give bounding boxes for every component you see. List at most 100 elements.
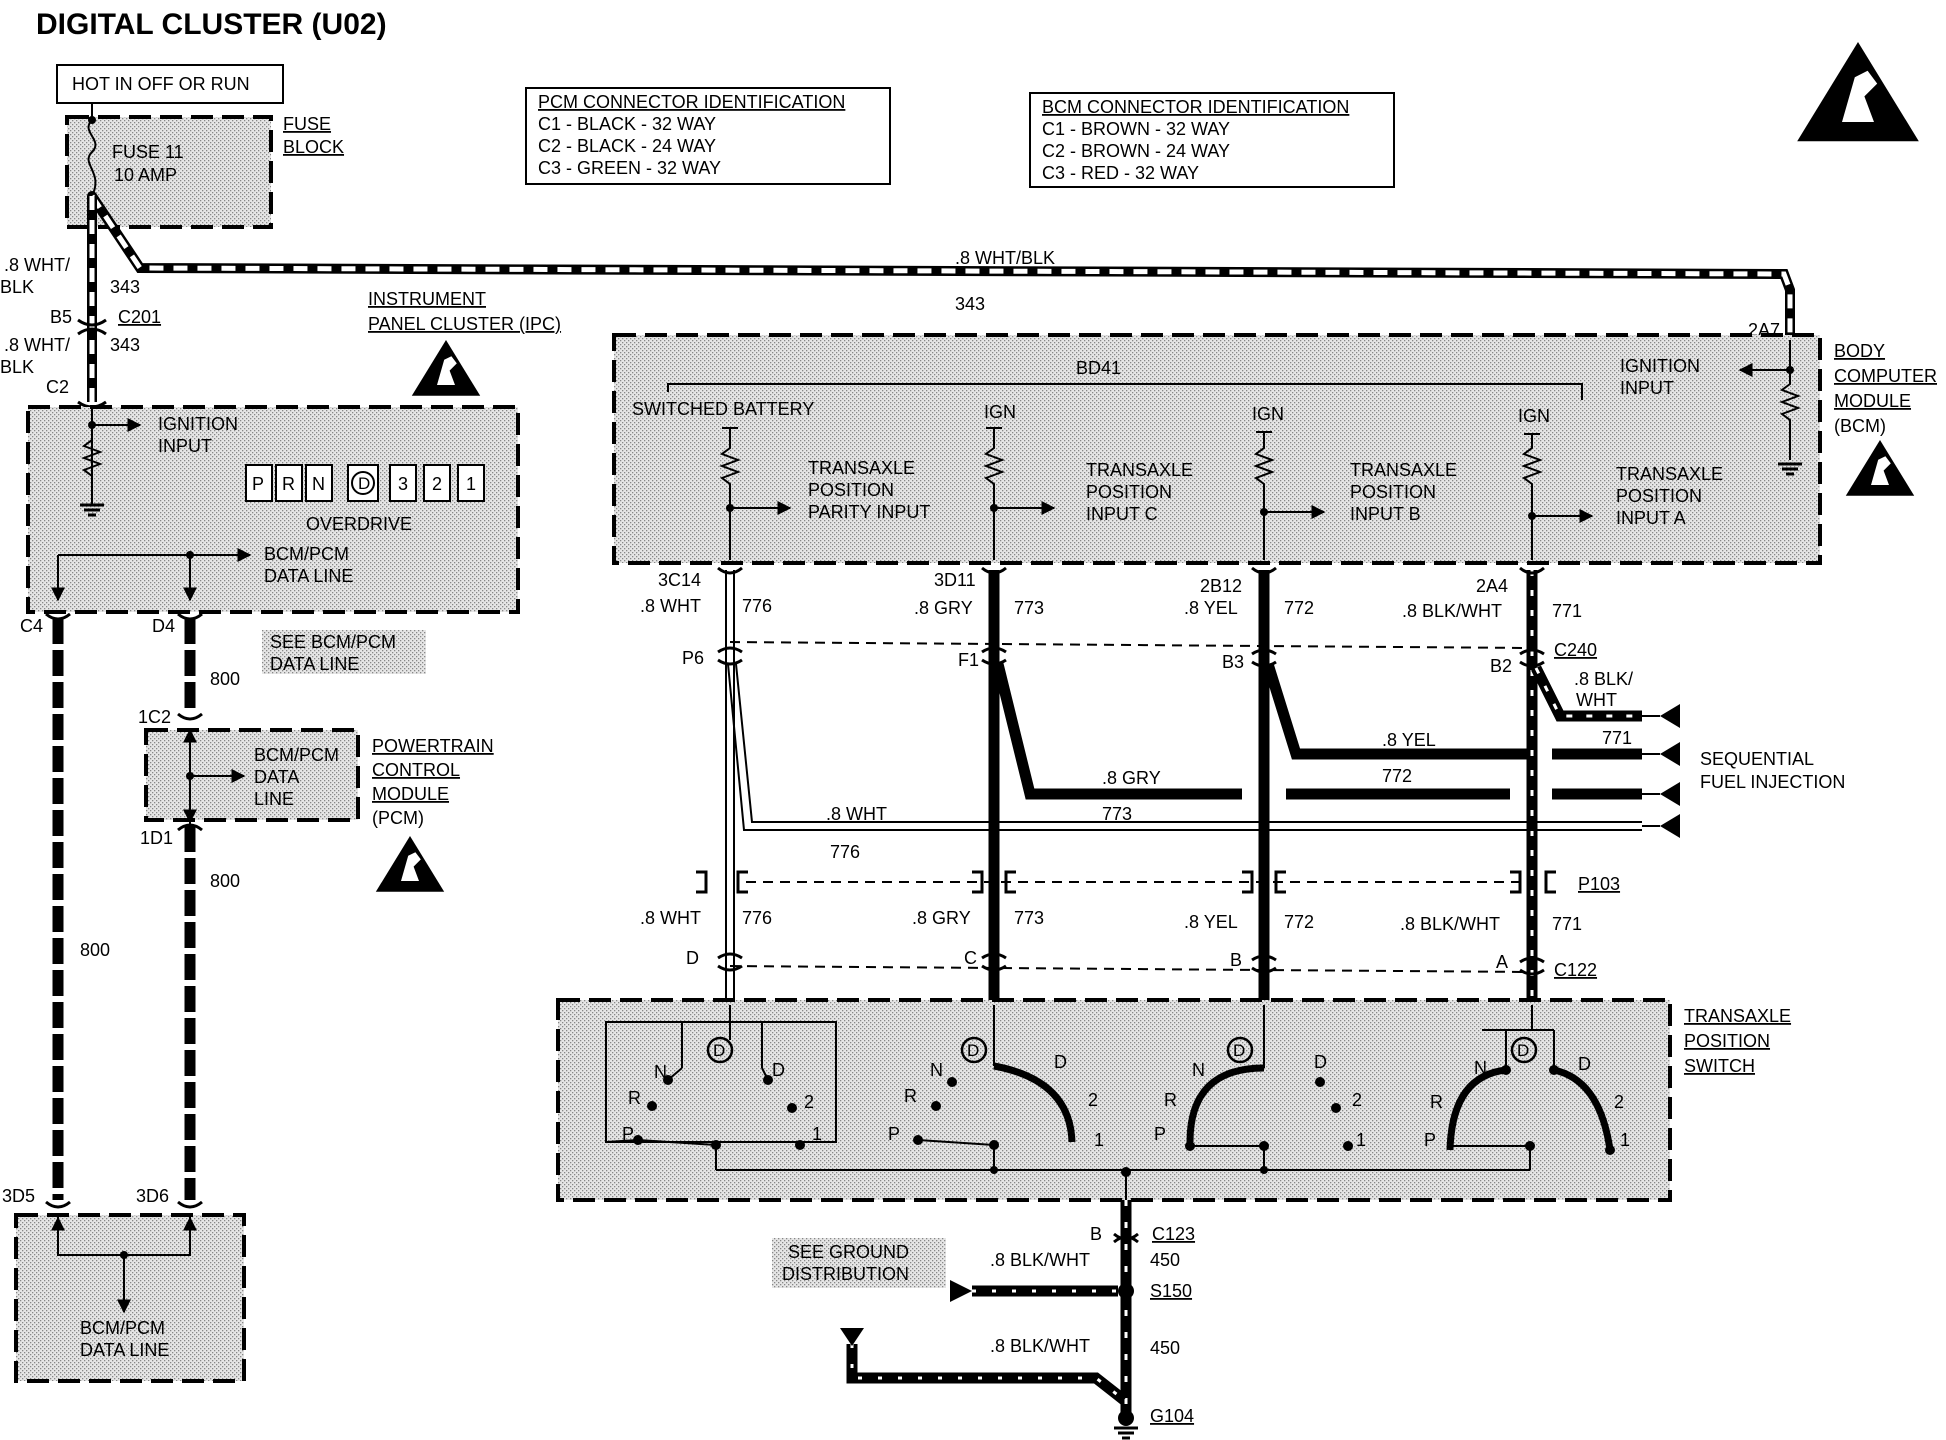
bcm-bd41-bracket (667, 383, 1583, 400)
connector-3c14-icon (717, 566, 743, 575)
wire-800-label-1: 800 (210, 669, 240, 689)
ipc-resistor-icon (81, 439, 103, 477)
ipc-data-line-1: BCM/PCM (264, 544, 349, 564)
tps2-2: 2 (1088, 1090, 1098, 1110)
ipc-ignition-1: IGNITION (158, 414, 238, 434)
tps4-r: R (1430, 1092, 1443, 1112)
pcm-box (144, 728, 360, 822)
pcm-pin-bottom: 1D1 (140, 828, 173, 848)
connector-1c2-icon (177, 712, 203, 721)
wire-771-sfi (1531, 665, 1642, 722)
sfi-771-circuit: 771 (1602, 728, 1632, 748)
g104-ground-icon (1112, 1426, 1140, 1440)
sfi-776-color: .8 WHT (826, 804, 887, 824)
bcm-input-a-1: TRANSAXLE (1616, 464, 1723, 484)
connector-3d11-icon (981, 566, 1007, 575)
bcm-input-c-3: INPUT C (1086, 504, 1158, 524)
circuit-pin-3c14: 3C14 (658, 570, 701, 590)
bcm-input-b-2: POSITION (1350, 482, 1436, 502)
c122-pin-b: B (1230, 950, 1242, 970)
fuse-rating: 10 AMP (114, 165, 177, 185)
bottom-data-line-1: BCM/PCM (80, 1318, 165, 1338)
tps3-n: N (1192, 1060, 1205, 1080)
prnd-n: N (312, 474, 325, 494)
circuit-color-771-a: .8 BLK/WHT (1402, 601, 1502, 621)
connector-1d1-icon (177, 823, 203, 832)
circuit-color-776-a: .8 WHT (640, 596, 701, 616)
c240-branch-color-2: WHT (1576, 690, 1617, 710)
tps-label-3: SWITCH (1684, 1056, 1755, 1076)
circuit-776-a: 776 (742, 596, 772, 616)
tps-switch-parity: D N R P D 2 1 (605, 1005, 837, 1170)
pcm-pin-top: 1C2 (138, 707, 171, 727)
circuit-color-772-b: .8 YEL (1184, 912, 1238, 932)
bcm-ident-line-1: C1 - BROWN - 32 WAY (1042, 119, 1230, 139)
ipc-esd-icon (411, 340, 481, 396)
c240-pin-f1: F1 (958, 650, 979, 670)
pcm-ident-line-2: C2 - BLACK - 24 WAY (538, 136, 716, 156)
tps3-r: R (1164, 1090, 1177, 1110)
tps1-p: P (622, 1124, 634, 1144)
circuit-771-a: 771 (1552, 601, 1582, 621)
bcm-input-b-3: INPUT B (1350, 504, 1421, 524)
c240-branch-color-1: .8 BLK/ (1574, 669, 1633, 689)
tps3-d-circle: D (1233, 1041, 1245, 1060)
ipc-pin-c4: C4 (20, 616, 43, 636)
pcm-ident-box (525, 87, 891, 185)
bcm-input-b: IGN TRANSAXLE POSITION INPUT B (1252, 404, 1457, 560)
prnd-p: P (252, 474, 264, 494)
c122-pin-a: A (1496, 952, 1508, 972)
bcm-input-b-1: TRANSAXLE (1350, 460, 1457, 480)
ground-pin-b: B (1090, 1224, 1102, 1244)
tps2-p: P (888, 1124, 900, 1144)
bcm-label-4: (BCM) (1834, 416, 1886, 436)
wire-776 (725, 570, 735, 1005)
fuse-name: FUSE 11 (112, 142, 184, 162)
circuit-772-b: 772 (1284, 912, 1314, 932)
pin-b5: B5 (50, 307, 72, 327)
tps3-d: D (1314, 1052, 1327, 1072)
wire-ground-g104-branch (846, 1344, 1128, 1405)
tps4-p: P (1424, 1130, 1436, 1150)
tps-switch-a: D N R P D 2 1 (1424, 1005, 1630, 1170)
circuit-color-771-b: .8 BLK/WHT (1400, 914, 1500, 934)
tps1-2: 2 (804, 1092, 814, 1112)
connector-2b12-icon (1251, 566, 1277, 575)
c240-dashed (729, 641, 1531, 649)
sfi-776-circuit: 776 (830, 842, 860, 862)
connector-3d5-icon (45, 1200, 71, 1209)
ipc-label-2: PANEL CLUSTER (IPC) (368, 314, 561, 334)
wire-343-color: .8 WHT/BLK (955, 248, 1055, 268)
left-wire-circuit-1: 343 (110, 277, 140, 297)
connector-3d6-icon (177, 1200, 203, 1209)
wire-800-label-2: 800 (210, 871, 240, 891)
hot-label: HOT IN OFF OR RUN (72, 74, 250, 94)
bcm-ignition-input-1: IGNITION (1620, 356, 1700, 376)
bcm-esd-icon (1845, 440, 1915, 496)
circuit-pin-2a4: 2A4 (1476, 576, 1508, 596)
wire-776-sfi (727, 663, 1642, 831)
tps2-1: 1 (1094, 1130, 1104, 1150)
ipc-label-1: INSTRUMENT (368, 289, 486, 309)
wire-343-circuit: 343 (955, 294, 985, 314)
see-ground-2: DISTRIBUTION (782, 1264, 909, 1284)
see-ground-1: SEE GROUND (788, 1242, 909, 1262)
sfi-773-color: .8 GRY (1102, 768, 1161, 788)
conn-p103: P103 (1578, 874, 1620, 894)
circuit-776-b: 776 (742, 908, 772, 928)
tps1-d-circle: D (713, 1041, 725, 1060)
circuit-color-773-a: .8 GRY (914, 598, 973, 618)
tps-box (556, 998, 1672, 1202)
bcm-input-a-2: POSITION (1616, 486, 1702, 506)
hot-label-box (56, 64, 284, 104)
prnd-3: 3 (398, 474, 408, 494)
bcm-ign-a: IGN (1518, 406, 1550, 426)
circuit-pin-2b12: 2B12 (1200, 576, 1242, 596)
pin-3d5: 3D5 (2, 1186, 35, 1206)
tps4-d: D (1578, 1054, 1591, 1074)
bcm-ident-line-3: C3 - RED - 32 WAY (1042, 163, 1199, 183)
bcm-ident-box (1029, 92, 1395, 188)
c240-pin-b2: B2 (1490, 656, 1512, 676)
overdrive-label: OVERDRIVE (306, 514, 412, 534)
ground-circuit-1: 450 (1150, 1250, 1180, 1270)
